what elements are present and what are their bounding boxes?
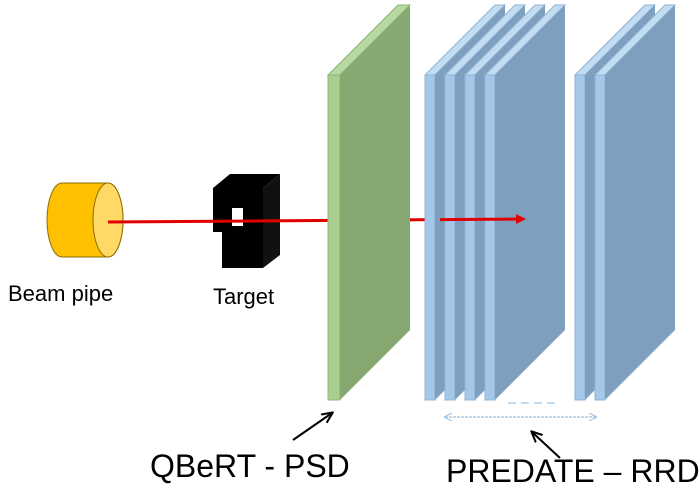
target [213, 174, 280, 268]
rrd-plate [483, 4, 567, 401]
beam-arrow-tip [439, 214, 526, 225]
beam-pipe [46, 182, 124, 258]
predate-rrd-label: PREDATE – RRD [446, 453, 700, 489]
predate-pointer-arrow [532, 432, 561, 459]
rrd-plate-group [423, 4, 677, 401]
qbert-psd-label: QBeRT - PSD [150, 448, 350, 484]
psd-plate [326, 4, 412, 401]
beam-pipe-label: Beam pipe [8, 281, 114, 306]
target-label: Target [213, 284, 275, 309]
qbert-pointer-arrow [292, 413, 332, 441]
rrd-plate [593, 4, 677, 401]
rrd-spacing-indicator [445, 402, 596, 417]
